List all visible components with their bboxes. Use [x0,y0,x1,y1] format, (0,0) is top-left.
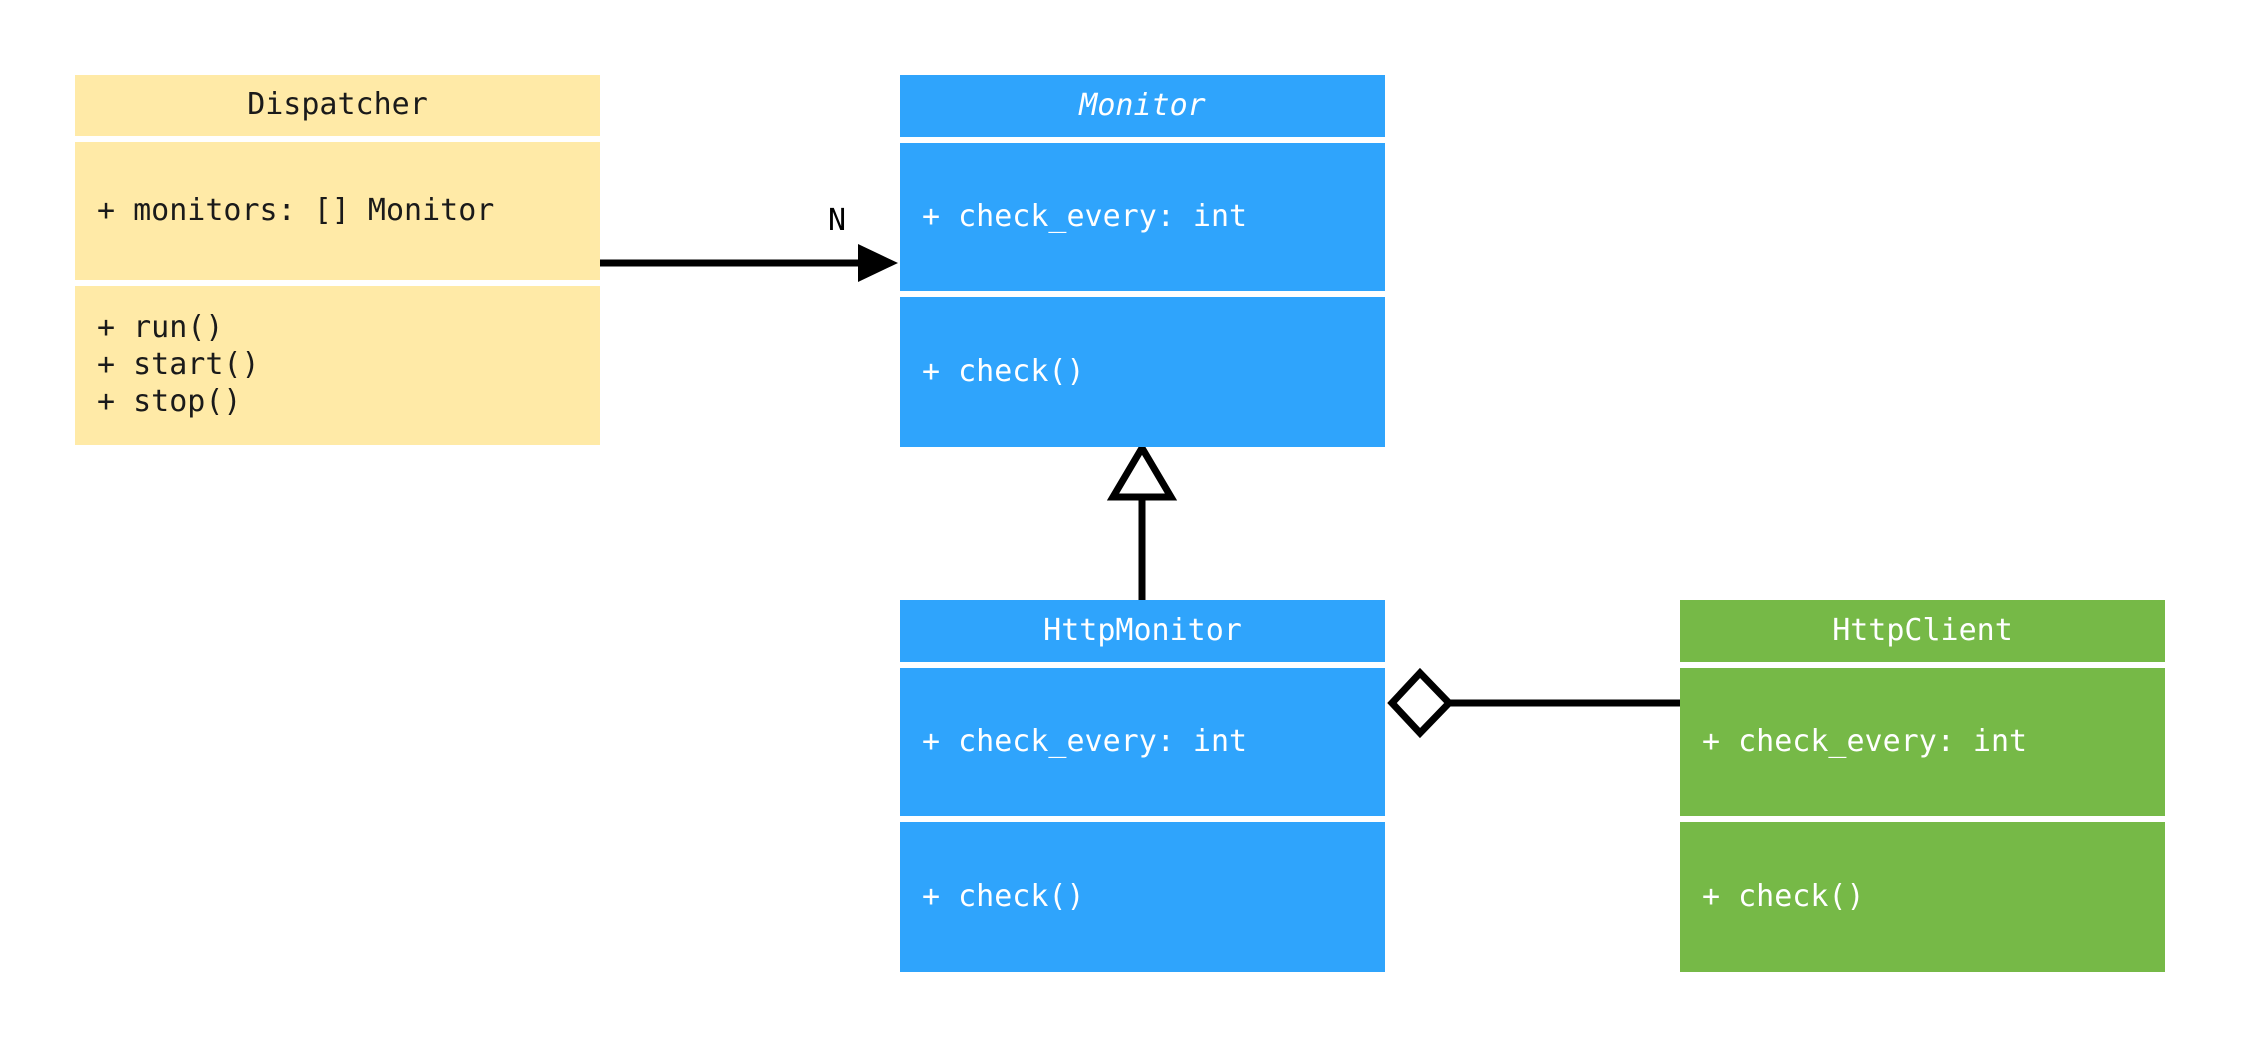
class-methods-compartment-monitor: + check() [900,297,1385,447]
class-attributes-compartment-dispatcher: + monitors: [] Monitor [75,141,600,280]
method-row: + check() [922,878,1085,914]
hollow-diamond-icon [1387,667,1454,739]
edge-httpmonitor-to-monitor [1106,441,1178,600]
class-name-http-client: HttpClient [1832,613,2013,648]
attribute-row: + check_every: int [922,723,1248,759]
method-row: + check() [1702,878,1865,914]
attribute-row: + check_every: int [1702,723,2028,759]
method-row: + start() [97,347,260,383]
class-attributes-compartment-http-monitor: + check_every: int [900,668,1385,816]
attribute-row: + check_every: int [922,198,1248,234]
class-name-dispatcher: Dispatcher [247,87,428,123]
class-box-monitor[interactable]: Monitor + check_every: int + check() [900,75,1385,447]
class-title-compartment-monitor: Monitor [900,75,1385,137]
class-name-monitor: Monitor [1079,88,1206,123]
hollow-triangle-icon [1106,441,1178,501]
association-multiplicity-label: N [828,203,847,238]
class-methods-compartment-http-client: + check() [1680,822,2165,972]
attribute-row: + monitors: [] Monitor [97,192,495,228]
class-box-dispatcher[interactable]: Dispatcher + monitors: [] Monitor + run(… [75,75,600,445]
method-row: + run() [97,310,224,346]
class-box-http-client[interactable]: HttpClient + check_every: int + check() [1680,600,2165,972]
class-title-compartment-http-client: HttpClient [1680,600,2165,662]
class-title-compartment-dispatcher: Dispatcher [75,75,600,136]
filled-arrowhead-icon [858,244,898,282]
method-row: + stop() [97,383,242,419]
class-name-http-monitor: HttpMonitor [1043,613,1242,648]
class-methods-compartment-http-monitor: + check() [900,822,1385,972]
edge-httpmonitor-to-httpclient [1387,667,1680,739]
class-methods-compartment-dispatcher: + run() + start() + stop() [75,285,600,445]
class-title-compartment-http-monitor: HttpMonitor [900,600,1385,662]
class-box-http-monitor[interactable]: HttpMonitor + check_every: int + check() [900,600,1385,972]
method-row: + check() [922,353,1085,389]
class-attributes-compartment-http-client: + check_every: int [1680,668,2165,816]
edge-dispatcher-to-monitor [600,244,898,282]
class-attributes-compartment-monitor: + check_every: int [900,143,1385,291]
